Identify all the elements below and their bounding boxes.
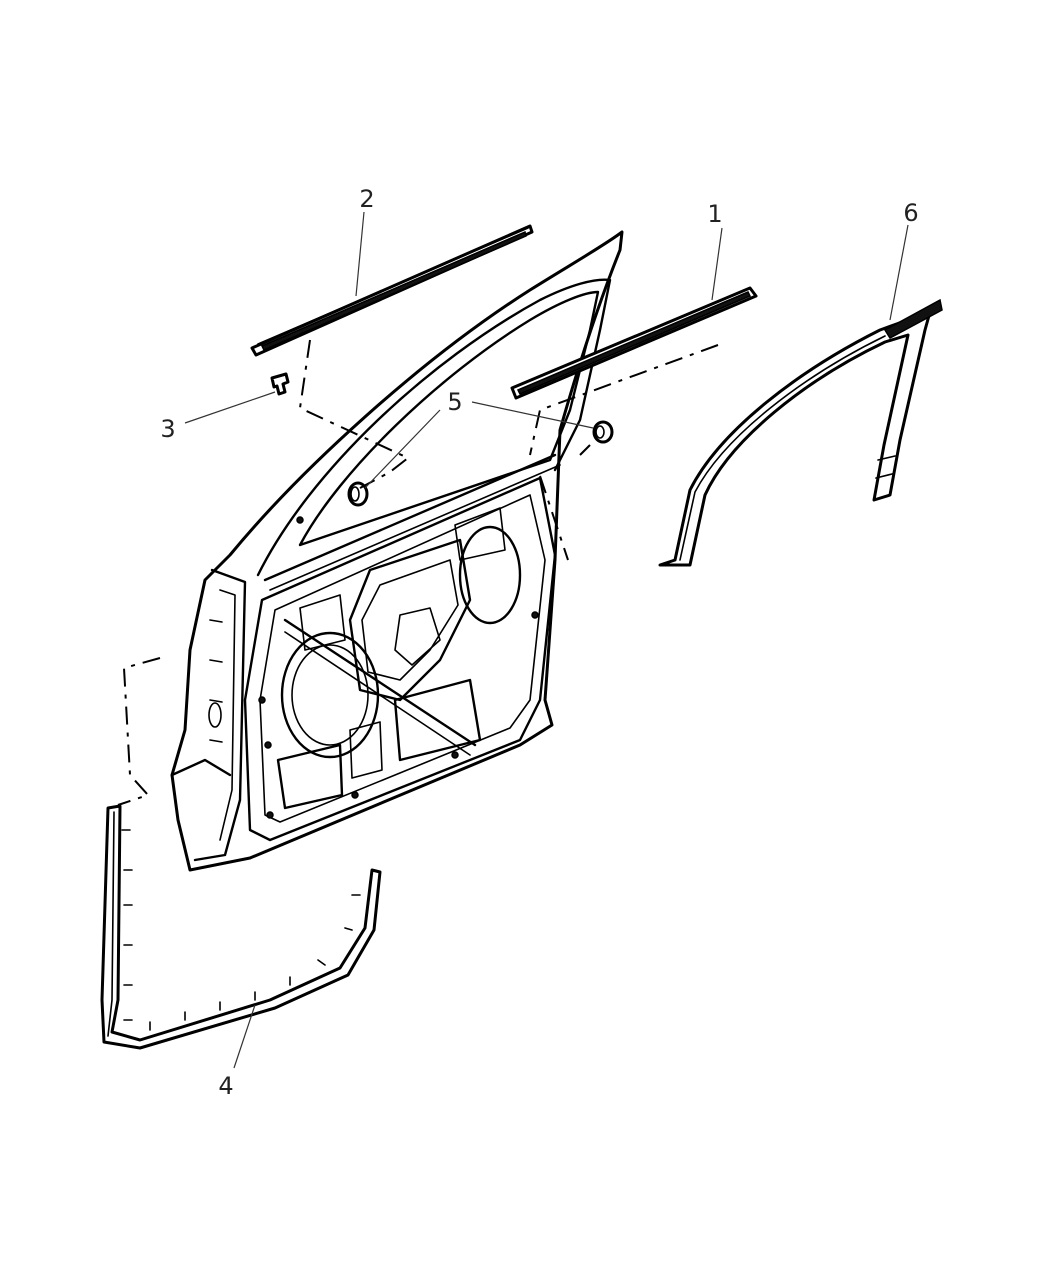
leader-lines [184, 211, 909, 1069]
grommet-right [592, 420, 614, 444]
part-4-lower-door-seal [100, 804, 382, 1050]
leader-3 [184, 391, 276, 424]
part-3-clip [270, 372, 290, 396]
part-1-outer-belt-weatherstrip [510, 286, 758, 400]
part-2-inner-belt-weatherstrip [250, 224, 534, 357]
callout-1: 1 [707, 200, 722, 228]
leader-4 [233, 1004, 256, 1069]
door-shell [170, 230, 624, 872]
leader-2 [355, 211, 365, 297]
callout-3: 3 [160, 415, 175, 443]
callout-2: 2 [359, 185, 374, 213]
callout-5: 5 [447, 388, 462, 416]
door-rivets [258, 516, 539, 819]
seal-clips [121, 829, 361, 1031]
callout-labels: 1 2 3 4 5 6 [160, 185, 918, 1100]
callout-6: 6 [903, 199, 918, 227]
grommet-left [347, 481, 369, 507]
leader-6 [889, 224, 909, 321]
leader-5b [471, 401, 594, 429]
part-6-glass-run-channel [658, 298, 943, 567]
part-5-grommets [347, 420, 614, 507]
leader-1 [711, 227, 723, 301]
callout-4: 4 [218, 1072, 233, 1100]
leader-5a [364, 409, 441, 489]
assembly-dash-lines [117, 339, 719, 806]
